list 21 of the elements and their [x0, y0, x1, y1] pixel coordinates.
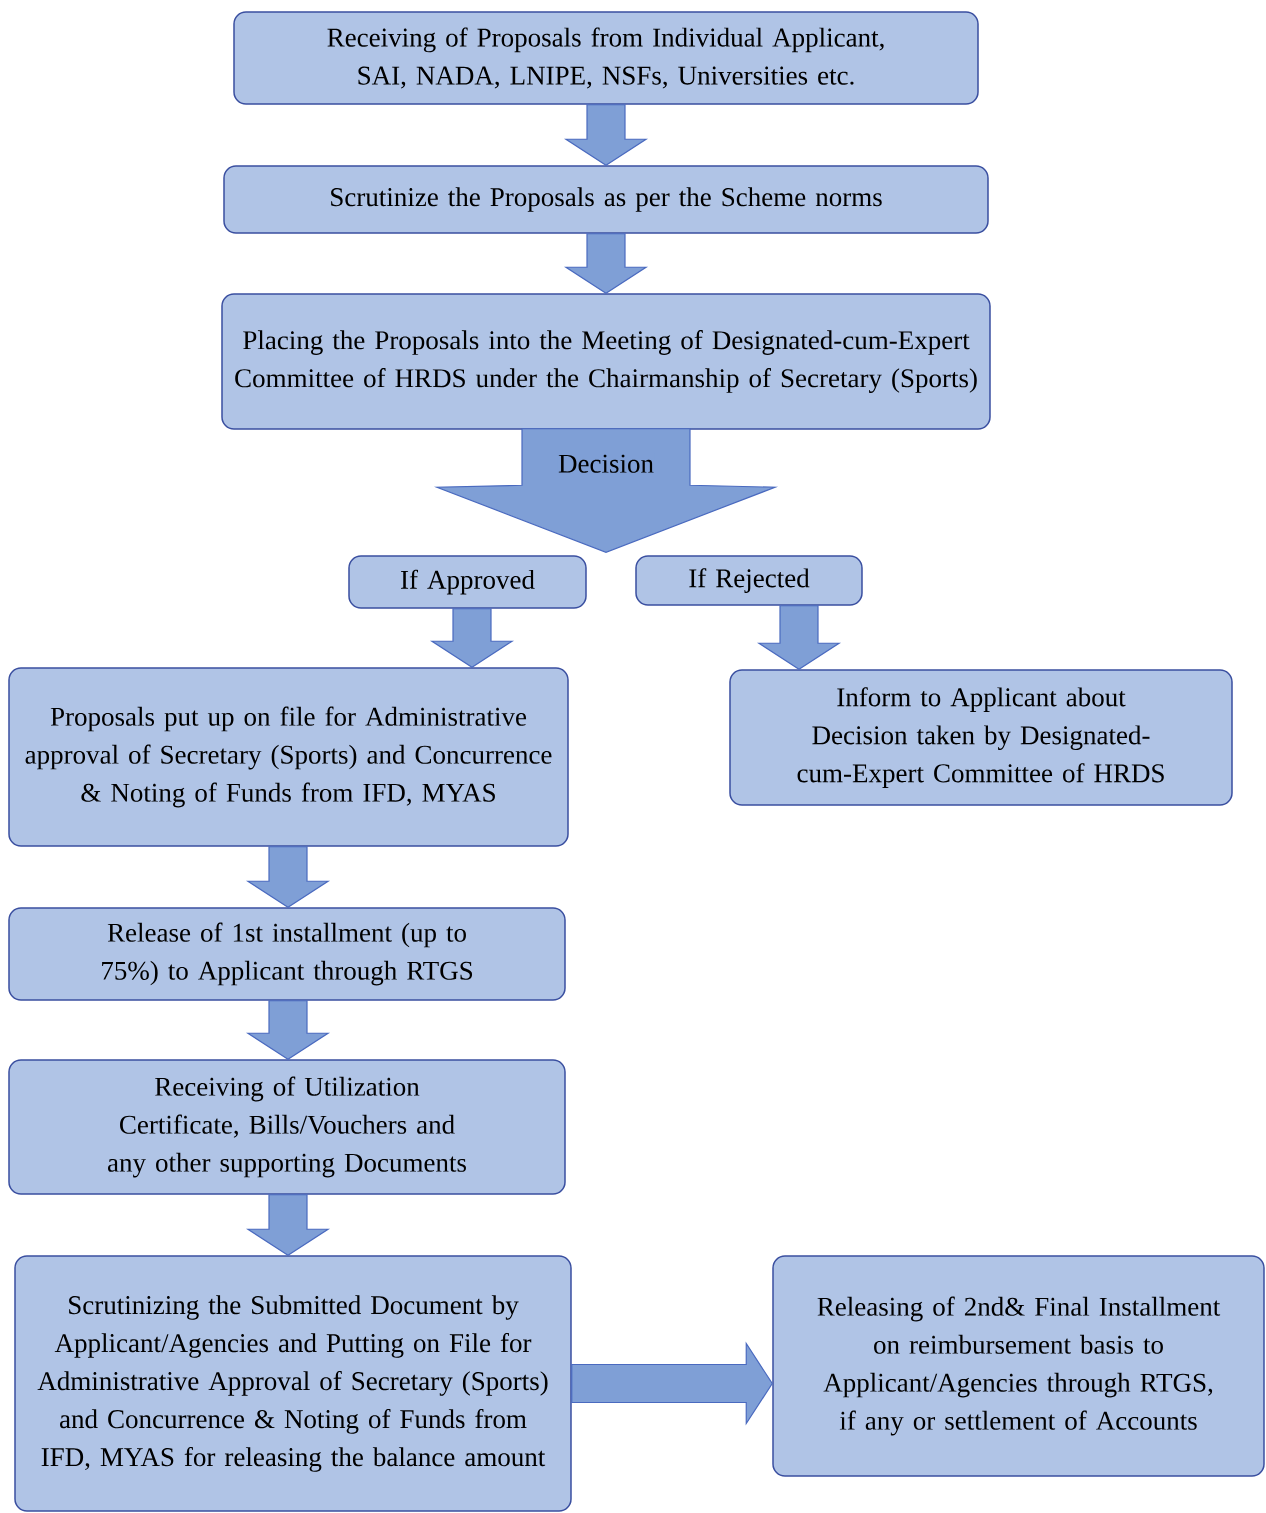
process-box: If Approved: [348, 555, 587, 609]
block-arrow: [245, 1194, 331, 1256]
block-arrow: [245, 846, 331, 908]
process-box: Releasing of 2nd& Final Installment on reimbursement basis to Applicant/Agencies through RTGS, if any or settlement of Accounts: [772, 1255, 1265, 1477]
process-box: Scrutinizing the Submitted Document by Applicant/Agencies and Putting on File for Administrative Approval of Secretary (Sports) and Concurrence & Noting of Funds from IFD, MYAS for releasing the balance amount: [14, 1255, 572, 1512]
process-box: Proposals put up on file for Administrative approval of Secretary (Sports) and Concurrence & Noting of Funds from IFD, MYAS: [8, 667, 569, 847]
process-box: Receiving of Utilization Certificate, Bills/Vouchers and any other supporting Documents: [8, 1059, 566, 1195]
block-arrow: [571, 1341, 773, 1426]
decision-arrow: [433, 428, 779, 553]
process-box: If Rejected: [635, 555, 863, 606]
process-box: Scrutinize the Proposals as per the Scheme norms: [223, 165, 989, 234]
process-box: Inform to Applicant about Decision taken by Designated-cum-Expert Committee of HRDS: [729, 669, 1233, 806]
block-arrow: [563, 104, 649, 166]
process-box: Placing the Proposals into the Meeting of Designated-cum-Expert Committee of HRDS under the Chairmanship of Secretary (Sports): [221, 293, 991, 430]
block-arrow: [756, 605, 842, 670]
block-arrow: [429, 608, 515, 668]
block-arrow: [245, 1000, 331, 1060]
block-arrow: [563, 233, 649, 294]
edge-label: Decision: [557, 453, 655, 474]
process-box: Receiving of Proposals from Individual Applicant, SAI, NADA, LNIPE, NSFs, Universities etc.: [233, 11, 979, 105]
process-box: Release of 1st installment (up to 75%) to Applicant through RTGS: [8, 907, 566, 1001]
